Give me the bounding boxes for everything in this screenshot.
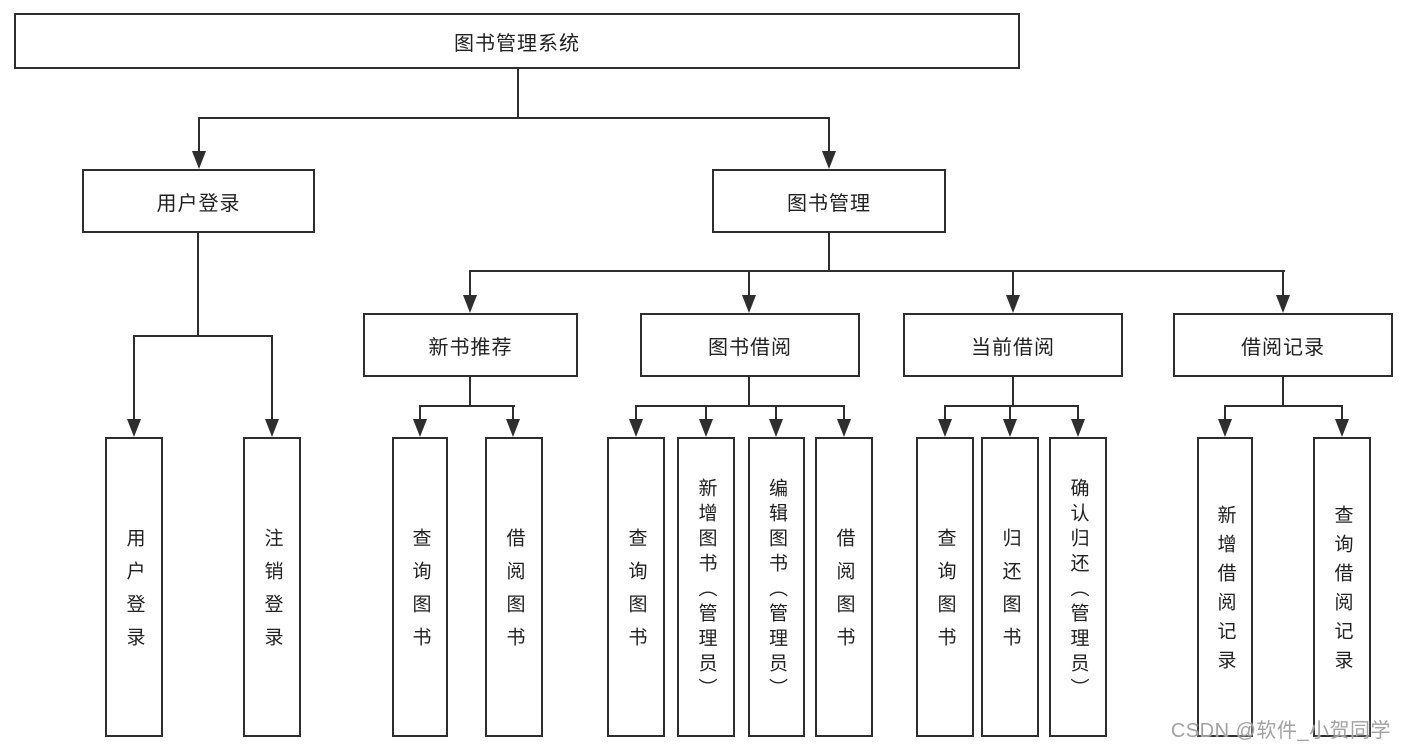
arrow-down-icon (265, 419, 279, 437)
connector-line (774, 406, 778, 420)
leaf-add-borrow-record-label: 新增借阅记录 (1214, 505, 1236, 679)
arrow-down-icon (1006, 295, 1020, 313)
connector-line (747, 377, 751, 407)
leaf-query-books-recommend: 查询图书 (392, 437, 448, 737)
leaf-add-borrow-record: 新增借阅记录 (1197, 437, 1253, 737)
connector-line (747, 271, 751, 296)
connector-line (418, 406, 422, 420)
arrow-down-icon (1071, 419, 1085, 437)
node-borrowing-records-label: 借阅记录 (1241, 336, 1325, 359)
arrow-down-icon (699, 419, 713, 437)
arrow-down-icon (1335, 419, 1349, 437)
connector-line (635, 404, 845, 408)
connector-line (1340, 406, 1344, 420)
node-current-borrowing: 当前借阅 (903, 313, 1123, 377)
arrow-down-icon (413, 419, 427, 437)
connector-line (1008, 406, 1012, 420)
arrow-down-icon (938, 419, 952, 437)
leaf-borrow-books: 借阅图书 (815, 437, 873, 737)
arrow-down-icon (629, 419, 643, 437)
connector-line (197, 118, 201, 152)
arrow-down-icon (1276, 295, 1290, 313)
leaf-confirm-return-admin: 确认归还（管理员） (1049, 437, 1107, 737)
leaf-query-books-current-label: 查询图书 (934, 528, 956, 660)
arrow-down-icon (769, 419, 783, 437)
arrow-down-icon (192, 151, 206, 169)
connector-line (1076, 406, 1080, 420)
leaf-borrow-books-recommend: 借阅图书 (485, 437, 543, 737)
connector-line (634, 406, 638, 420)
connector-line (1281, 271, 1285, 296)
node-root: 图书管理系统 (14, 13, 1020, 69)
arrow-down-icon (463, 295, 477, 313)
leaf-edit-books-admin: 编辑图书（管理员） (748, 437, 805, 737)
connector-line (511, 406, 515, 420)
connector-line (943, 406, 947, 420)
arrow-down-icon (822, 151, 836, 169)
arrow-down-icon (1003, 419, 1017, 437)
node-root-label: 图书管理系统 (454, 32, 580, 55)
leaf-borrow-books-label: 借阅图书 (833, 528, 855, 660)
watermark: CSDN @软件_小贺同学 (1170, 720, 1391, 742)
leaf-logout-login: 注销登录 (243, 437, 301, 737)
arrow-down-icon (506, 419, 520, 437)
arrow-down-icon (837, 419, 851, 437)
leaf-query-books-borrowing-label: 查询图书 (625, 528, 647, 660)
connector-line (468, 271, 472, 296)
arrow-down-icon (1218, 419, 1232, 437)
connector-line (133, 334, 273, 338)
node-book-borrowing-label: 图书借阅 (708, 336, 792, 359)
leaf-return-books: 归还图书 (981, 437, 1039, 737)
node-user-login: 用户登录 (82, 169, 315, 233)
connector-line (1224, 404, 1343, 408)
leaf-query-borrow-record: 查询借阅记录 (1313, 437, 1371, 737)
node-new-book-recommendation-label: 新书推荐 (428, 336, 513, 359)
leaf-borrow-books-recommend-label: 借阅图书 (503, 528, 525, 660)
node-book-borrowing: 图书借阅 (640, 313, 860, 377)
connector-line (1011, 377, 1015, 407)
leaf-confirm-return-admin-label: 确认归还（管理员） (1067, 477, 1089, 703)
leaf-query-books-current: 查询图书 (916, 437, 974, 737)
leaf-user-login-label: 用户登录 (123, 528, 145, 660)
node-borrowing-records: 借阅记录 (1173, 313, 1393, 377)
connector-line (469, 269, 1285, 273)
connector-line (132, 336, 136, 420)
connector-line (468, 377, 472, 407)
leaf-user-login: 用户登录 (105, 437, 163, 737)
node-current-borrowing-label: 当前借阅 (971, 336, 1055, 359)
connector-line (198, 116, 830, 120)
node-new-book-recommendation: 新书推荐 (363, 313, 578, 377)
connector-line (196, 233, 200, 337)
leaf-add-books-admin: 新增图书（管理员） (677, 437, 735, 737)
connector-line (944, 404, 1079, 408)
leaf-query-borrow-record-label: 查询借阅记录 (1331, 505, 1353, 679)
connector-line (827, 233, 831, 271)
connector-line (1281, 377, 1285, 407)
leaf-logout-login-label: 注销登录 (261, 528, 283, 660)
connector-line (1011, 271, 1015, 296)
connector-line (270, 336, 274, 420)
leaf-add-books-admin-label: 新增图书（管理员） (695, 477, 717, 703)
leaf-edit-books-admin-label: 编辑图书（管理员） (766, 477, 787, 703)
connector-line (419, 404, 515, 408)
node-user-login-label: 用户登录 (156, 192, 241, 215)
connector-line (1223, 406, 1227, 420)
arrow-down-icon (127, 419, 141, 437)
leaf-query-books-borrowing: 查询图书 (607, 437, 665, 737)
connector-line (704, 406, 708, 420)
connector-line (516, 69, 520, 118)
leaf-return-books-label: 归还图书 (999, 528, 1021, 660)
arrow-down-icon (742, 295, 756, 313)
node-book-management-label: 图书管理 (787, 192, 871, 215)
connector-line (827, 118, 831, 152)
node-book-management: 图书管理 (712, 169, 946, 233)
leaf-query-books-recommend-label: 查询图书 (409, 528, 431, 660)
connector-line (842, 406, 846, 420)
